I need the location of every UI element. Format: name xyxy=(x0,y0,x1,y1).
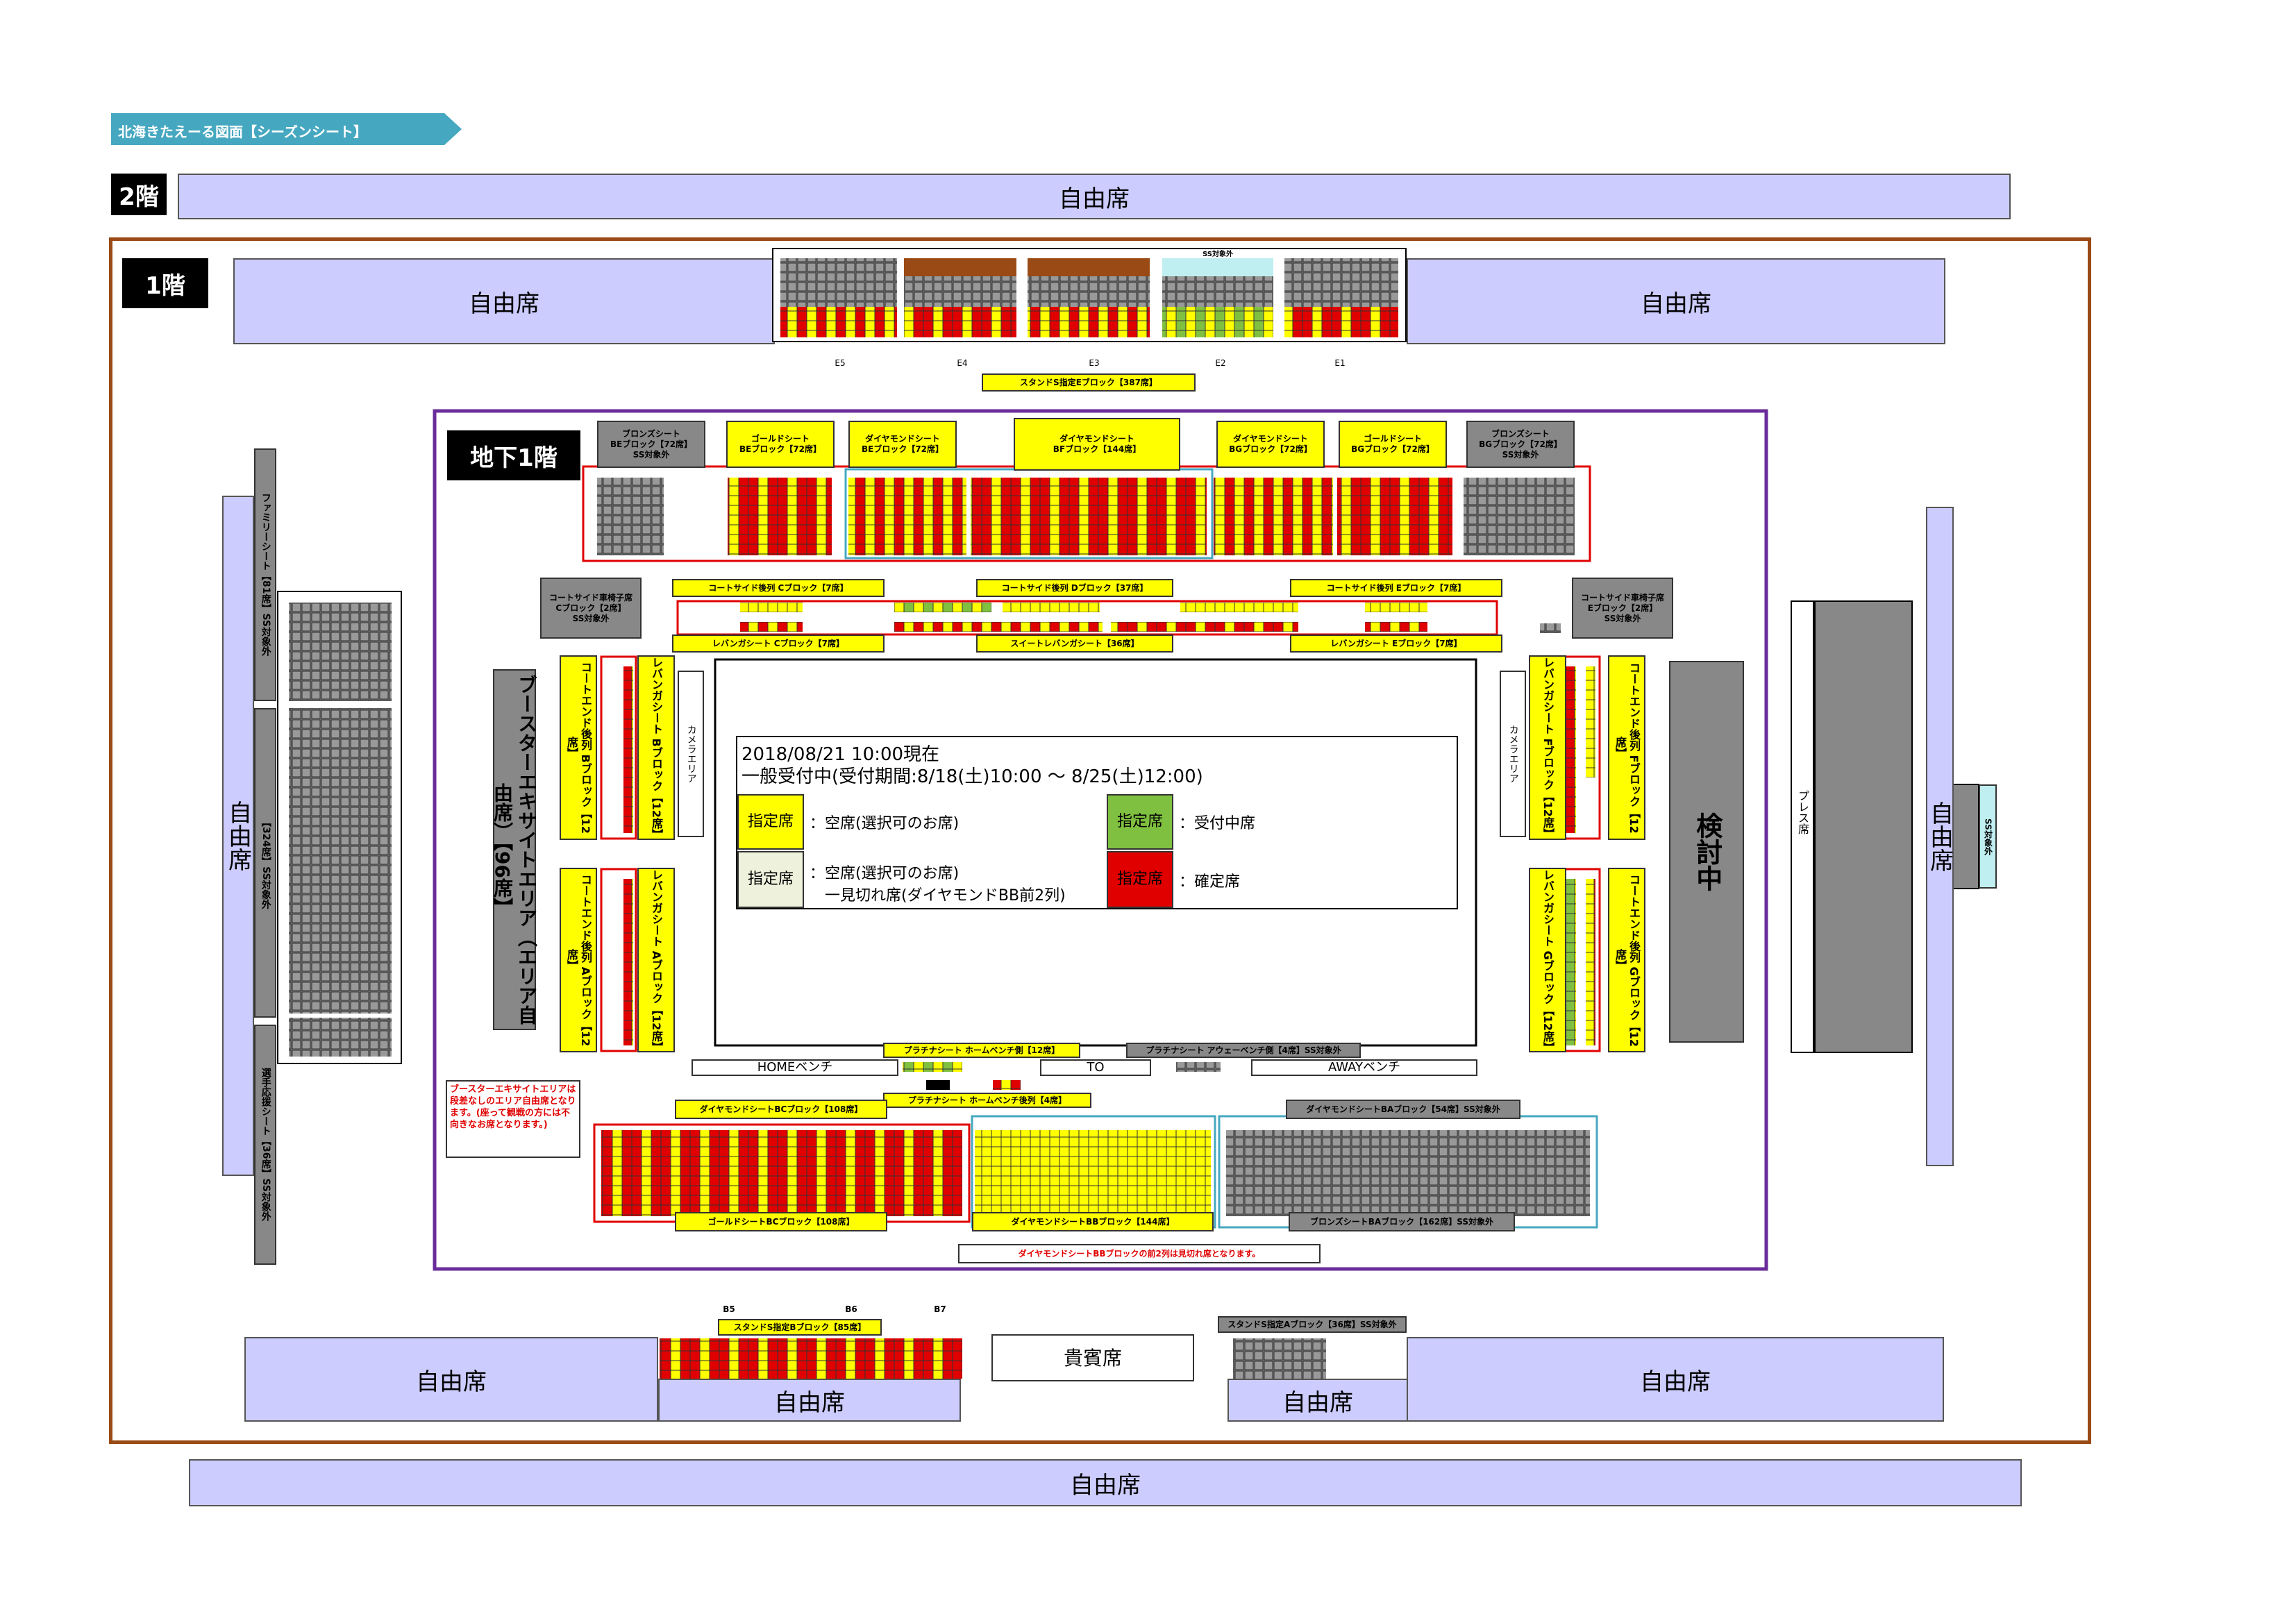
block-g-levanga: レバンガシート Gブロック【12席】 xyxy=(1529,868,1566,1053)
kento-area: 検討中 xyxy=(1669,661,1744,1043)
stand-e-label-e4: E4 xyxy=(957,358,968,368)
floor-b1-label: 地下1階 xyxy=(447,430,580,480)
legend-partial: ：空席(選択可のお席) 一見切れ席(ダイヤモンドBB前2列) xyxy=(810,865,1066,905)
block-gold-be: ゴールドシート BEブロック【72席】 xyxy=(726,421,835,468)
free-seat-bottom-far-left: 自由席 xyxy=(244,1337,658,1422)
stand-a-caption: スタンドS指定Aブロック【36席】SS対象外 xyxy=(1218,1316,1407,1333)
free-seat-right-side: 自由席 xyxy=(1926,507,1954,1166)
block-gold-bc: ゴールドシートBCブロック【108席】 xyxy=(675,1212,887,1231)
legend-date: 2018/08/21 10:00現在 xyxy=(741,744,940,765)
courtside-c-front: レバンガシート Cブロック【7席】 xyxy=(672,634,885,653)
block-diamond-bf: ダイヤモンドシート BFブロック【144席】 xyxy=(1014,418,1180,471)
stand-b-label-b5: B5 xyxy=(723,1304,735,1314)
block-diamond-be: ダイヤモンドシート BEブロック【72席】 xyxy=(848,421,957,468)
ribbon-shape xyxy=(111,113,462,145)
press-seat: プレス席 xyxy=(1796,790,1809,834)
platinum-back: プラチナシート ホームベンチ後列【4席】 xyxy=(883,1093,1091,1108)
away-bench: AWAYベンチ xyxy=(1251,1059,1477,1076)
floor-1-label: 1階 xyxy=(122,258,208,308)
block-diamond-bc: ダイヤモンドシートBCブロック【108席】 xyxy=(675,1100,887,1119)
block-f-levanga: レバンガシート Fブロック【12席】 xyxy=(1529,655,1566,840)
left-side-seats xyxy=(277,591,402,1064)
block-diamond-bg: ダイヤモンドシート BGブロック【72席】 xyxy=(1216,421,1325,468)
block-b-end: コートエンド後列 Bブロック【12席】 xyxy=(560,655,597,840)
block-bronze-ba: ブロンズシートBAブロック【162席】SS対象外 xyxy=(1289,1212,1515,1231)
header-title: 北海きたえーる図面【シーズンシート】 xyxy=(118,124,367,140)
stand-e-label-e5: E5 xyxy=(835,358,846,368)
ss-side-note: SS対象外 xyxy=(1979,784,1997,889)
to-table: TO xyxy=(1040,1059,1151,1076)
block-a-levanga: レバンガシート Aブロック【12席】 xyxy=(637,868,675,1052)
legend-tag-red: 指定席 xyxy=(1107,851,1173,908)
courtside-rows xyxy=(611,600,1561,636)
block-a-end: コートエンド後列 Aブロック【12席】 xyxy=(560,868,597,1052)
stand-e-label-e2: E2 xyxy=(1215,358,1226,368)
courtside-d-back: コートサイド後列 Dブロック【37席】 xyxy=(976,579,1173,597)
stand-b-label-b6: B6 xyxy=(845,1304,857,1314)
platinum-home: プラチナシート ホームベンチ側【12席】 xyxy=(883,1043,1080,1058)
booster-note: ブースターエキサイトエリアは段差なしのエリア自由席となります。(座って観戦の方に… xyxy=(446,1080,580,1158)
legend-box xyxy=(736,736,1458,909)
legend-tag-partial: 指定席 xyxy=(737,851,804,908)
camera-area-left: カメラエリア xyxy=(678,671,704,837)
block-b-levanga: レバンガシート Bブロック【12席】 xyxy=(637,655,675,840)
free-seat-left-side: 自由席 xyxy=(222,496,254,1176)
block-gold-bg: ゴールドシート BGブロック【72席】 xyxy=(1339,421,1447,468)
courtside-d-front: スイートレバンガシート【36席】 xyxy=(976,634,1173,653)
basement-frame xyxy=(433,409,1768,1271)
free-seat-2f: 自由席 xyxy=(178,174,2011,219)
right-side-seats xyxy=(1791,600,1979,1053)
stand-b-caption: スタンドS指定Bブロック【85席】 xyxy=(718,1319,882,1336)
top-blocks-seats xyxy=(582,465,1591,562)
courtside-e-front: レバンガシート Eブロック【7席】 xyxy=(1290,634,1502,653)
block-diamond-bb: ダイヤモンドシートBBブロック【144席】 xyxy=(972,1212,1214,1231)
free-seat-bottom-right-inner: 自由席 xyxy=(1227,1379,1408,1422)
stand-b-label-b7: B7 xyxy=(934,1304,946,1314)
block-bronze-bg: ブロンズシート BGブロック【72席】 SS対象外 xyxy=(1466,421,1575,468)
free-seat-bottom-far-right: 自由席 xyxy=(1407,1337,1944,1422)
free-seat-bottom: 自由席 xyxy=(189,1459,2022,1506)
floor-2-label: 2階 xyxy=(111,174,167,215)
courtside-c-back: コートサイド後列 Cブロック【7席】 xyxy=(672,579,885,597)
free-seat-bottom-left: 自由席 xyxy=(658,1379,961,1422)
legend-tag-green: 指定席 xyxy=(1107,794,1173,850)
floor-1-frame xyxy=(109,237,2091,1444)
camera-area-right: カメラエリア xyxy=(1500,671,1526,837)
legend-period: 一般受付中(受付期間:8/18(土)10:00 〜 8/25(土)12:00) xyxy=(741,766,1203,787)
wheelchair-c: コートサイド車椅子席 Cブロック【2席】 SS対象外 xyxy=(540,578,642,639)
legend-confirmed: ：確定席 xyxy=(1179,873,1241,891)
header-ribbon: 北海きたえーる図面【シーズンシート】 xyxy=(111,113,462,145)
free-seat-1f-top-right: 自由席 xyxy=(1407,258,1945,344)
block-f-end: コートエンド後列 Fブロック【12席】 xyxy=(1608,655,1645,840)
stand-e-seats xyxy=(780,258,1398,337)
platinum-away: プラチナシート アウェーベンチ側【4席】SS対象外 xyxy=(1126,1043,1361,1058)
bottom-blocks-seats xyxy=(593,1115,1598,1229)
legend-tag-yellow: 指定席 xyxy=(737,794,804,850)
courtside-e-back: コートサイド後列 Eブロック【7席】 xyxy=(1290,579,1502,597)
player-support-seat: 選手応援シート【36席】SS対象外 xyxy=(254,1025,276,1265)
block-g-end: コートエンド後列 Gブロック【12席】 xyxy=(1608,868,1645,1052)
booster-area: ブースターエキサイトエリア（エリア自由席）【96席】 xyxy=(491,669,538,1030)
wheelchair-e: コートサイド車椅子席 Eブロック【2席】 SS対象外 xyxy=(1572,578,1673,639)
stand-e-caption: スタンドS指定Eブロック【387席】 xyxy=(982,373,1196,392)
legend-available: ：空席(選択可のお席) xyxy=(810,815,960,832)
block-diamond-ba: ダイヤモンドシートBAブロック【54席】SS対象外 xyxy=(1286,1100,1520,1119)
bb-note: ダイヤモンドシートBBブロックの前2列は見切れ席となります。 xyxy=(958,1244,1321,1263)
home-bench: HOMEベンチ xyxy=(692,1059,898,1076)
stand-e-ss-note: SS対象外 xyxy=(1203,250,1233,258)
left-mid-seat: 【324席】SS対象外 xyxy=(254,708,276,1018)
legend-accepting: ：受付中席 xyxy=(1179,815,1256,832)
stand-e-label-e3: E3 xyxy=(1089,358,1100,368)
vip-seat: 貴賓席 xyxy=(991,1334,1194,1381)
stand-e-label-e1: E1 xyxy=(1334,358,1346,368)
block-bronze-be: ブロンズシート BEブロック【72席】 SS対象外 xyxy=(597,421,705,468)
family-seat: ファミリーシート【81席】SS対象外 xyxy=(254,448,276,701)
bottom-stand-seats xyxy=(660,1338,1326,1379)
bench-seats xyxy=(903,1062,1221,1090)
free-seat-1f-top-left: 自由席 xyxy=(233,258,775,344)
